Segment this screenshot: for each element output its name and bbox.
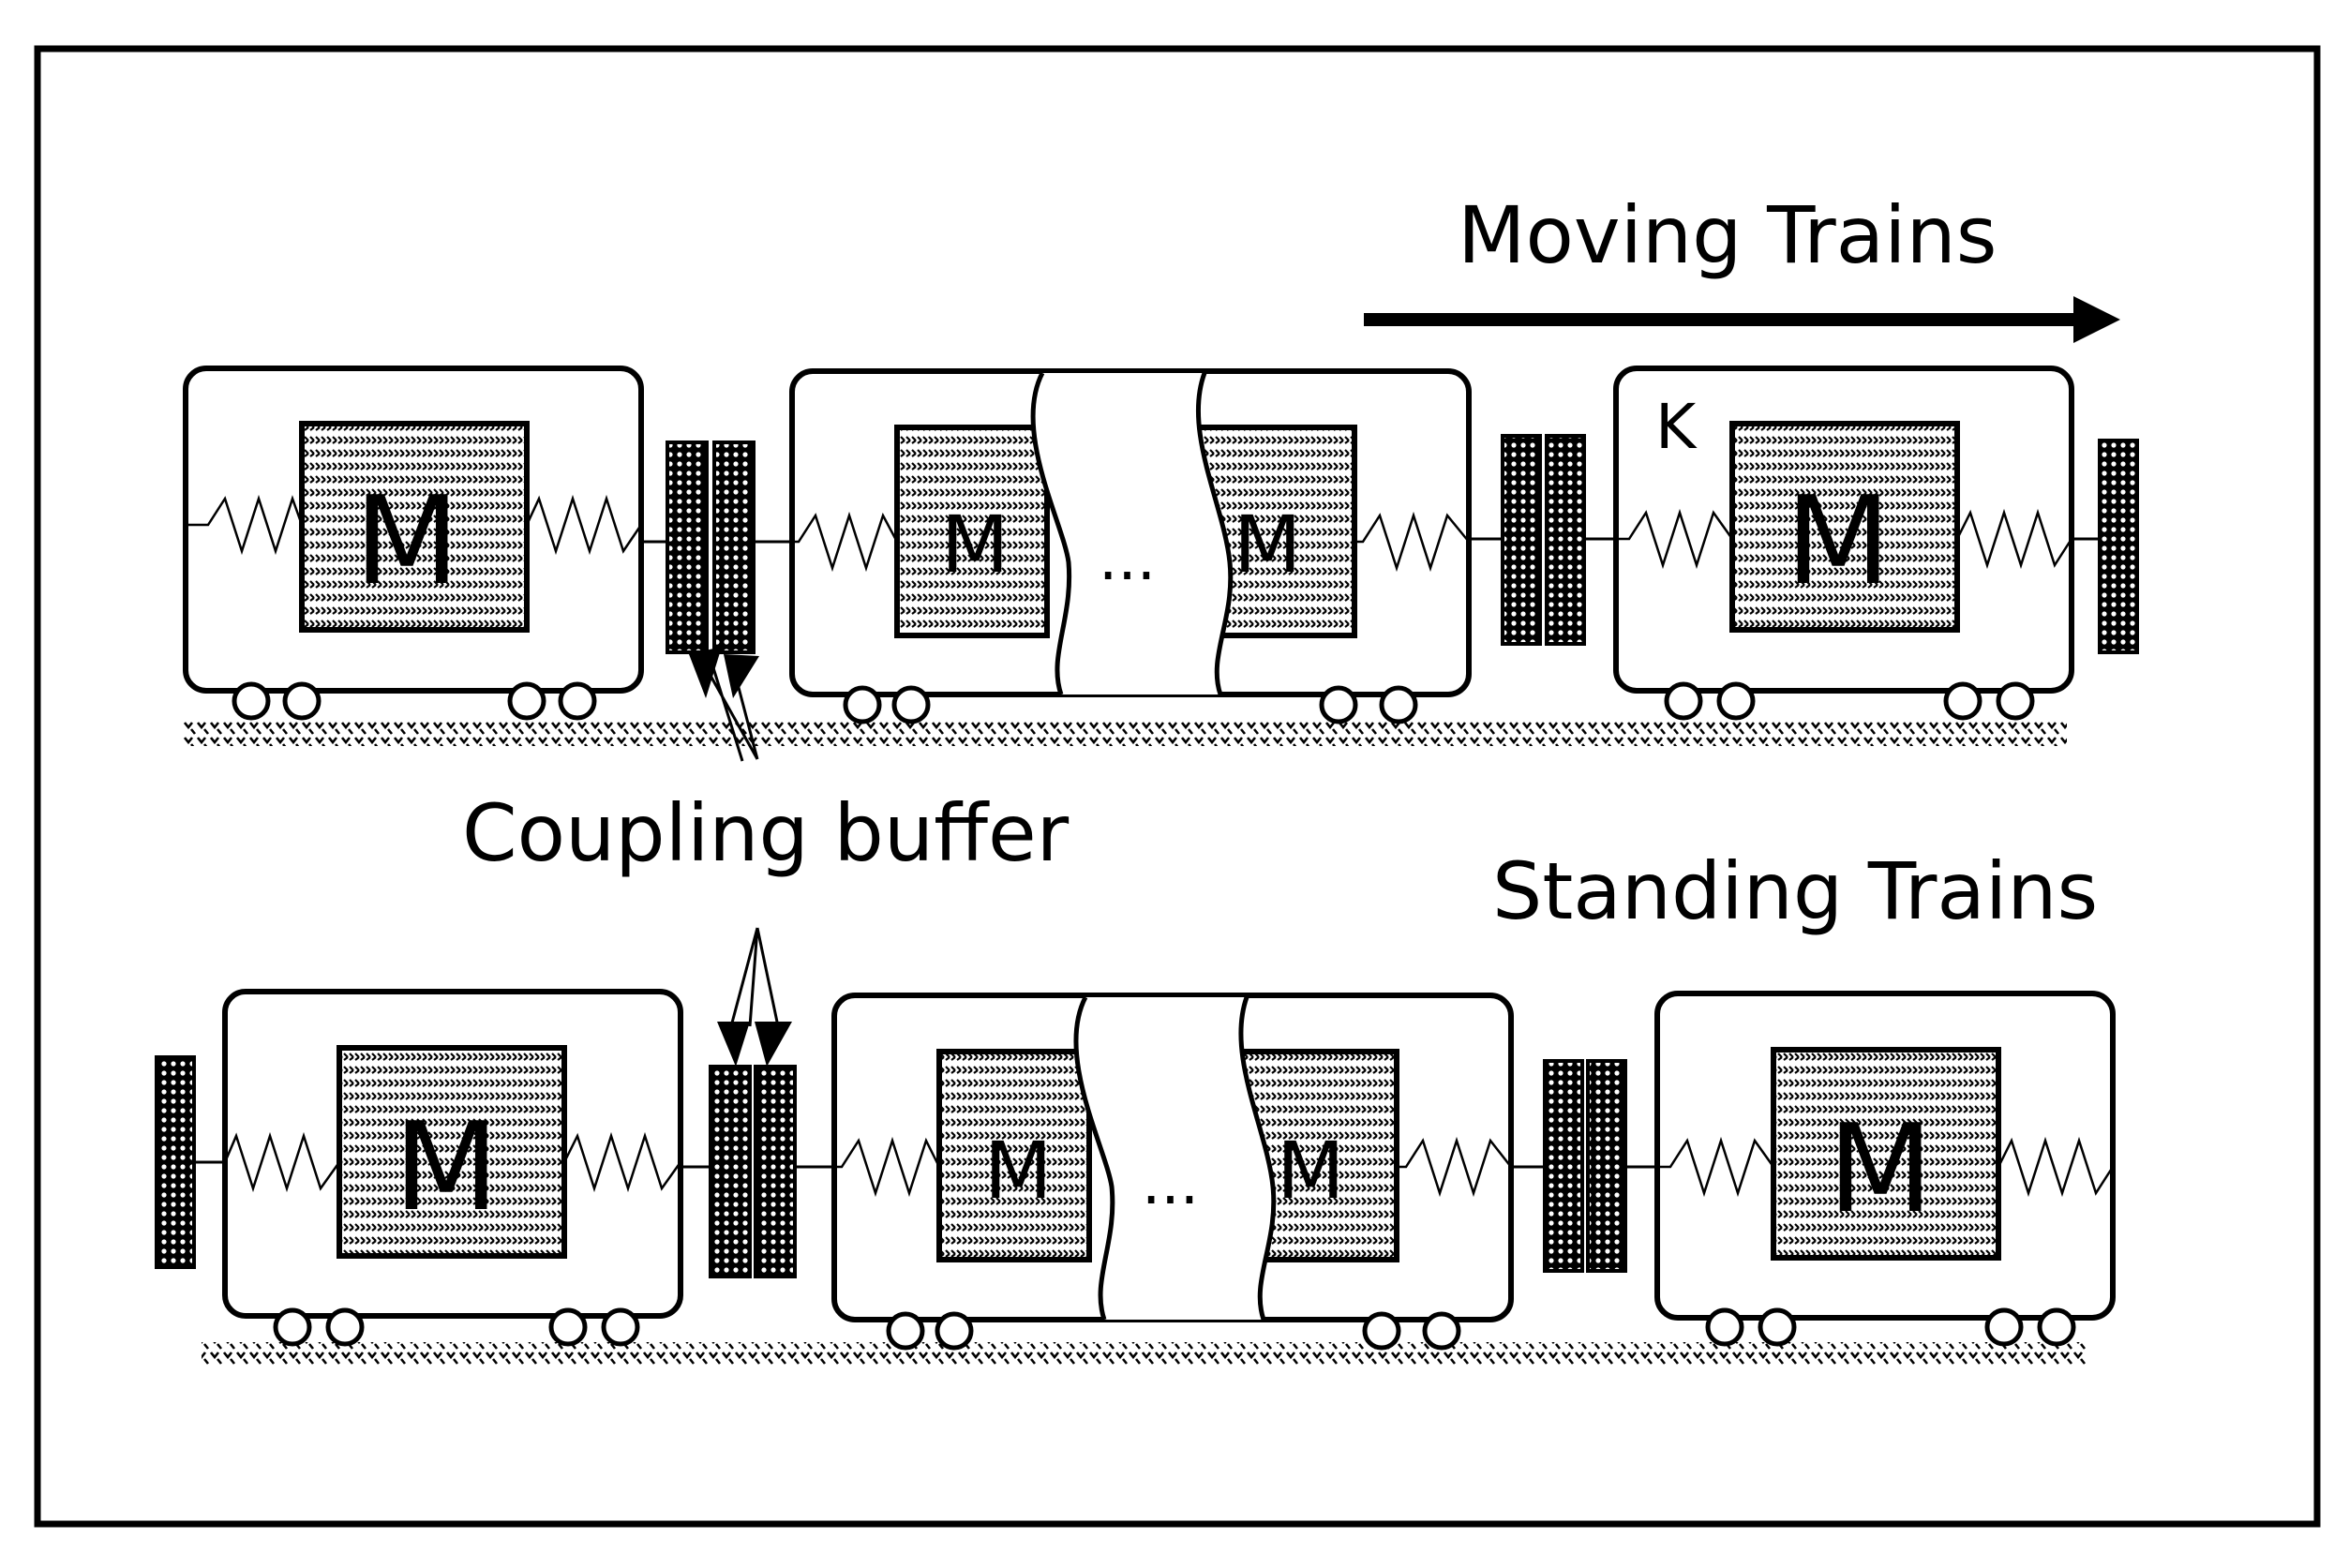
spring — [1354, 511, 1470, 573]
standing-car-1: M — [222, 989, 683, 1347]
spring — [562, 1131, 682, 1193]
frame — [34, 45, 2321, 1528]
moving-car-2: M M ... — [789, 368, 1472, 724]
spring — [1616, 508, 1734, 570]
mass-block — [1771, 1047, 2001, 1261]
coupling-buffer — [1511, 1059, 1657, 1273]
coupling-buffer — [1469, 434, 1616, 646]
stiffness-label: K — [1655, 391, 1698, 463]
mass-label: M — [354, 470, 459, 612]
break-gap — [1033, 373, 1231, 694]
mass-label: M — [941, 499, 1009, 590]
mass-label: M — [1277, 1125, 1344, 1217]
mass-block — [1729, 421, 1960, 633]
wheels — [1664, 681, 2035, 721]
ellipsis: ... — [1099, 525, 1156, 594]
moving-car-1: M — [183, 366, 644, 721]
end-buffer — [155, 1055, 225, 1269]
track-top — [183, 722, 2067, 746]
end-buffer — [2072, 439, 2139, 654]
coupling-buffer-label: Coupling buffer — [462, 787, 1070, 879]
moving-trains-label: Moving Trains — [1458, 189, 1997, 281]
coupling-buffer — [681, 1065, 834, 1278]
spring — [792, 511, 899, 573]
wheels — [886, 1311, 1461, 1351]
spring — [186, 494, 304, 556]
coupling-buffer-callout: Coupling buffer — [462, 647, 1070, 1067]
break-gap — [1075, 997, 1274, 1320]
wheels — [1705, 1307, 2076, 1347]
ellipsis: ... — [1142, 1149, 1199, 1218]
spring — [1397, 1136, 1512, 1198]
mass-block — [337, 1045, 567, 1259]
wheels — [843, 685, 1418, 724]
spring — [1955, 508, 2073, 570]
mass-block — [299, 421, 530, 633]
direction-arrow-icon — [1364, 296, 2120, 343]
mass-label: M — [1786, 470, 1891, 612]
standing-car-3: M — [1654, 991, 2116, 1347]
track-bottom — [202, 1342, 2086, 1366]
wheels — [232, 681, 597, 721]
standing-trains: Standing Trains M — [155, 845, 2116, 1366]
wheels — [273, 1307, 640, 1347]
moving-trains: Moving Trains M — [183, 189, 2139, 746]
spring — [223, 1131, 341, 1193]
mass-label: M — [984, 1125, 1052, 1217]
spring — [1657, 1136, 1775, 1198]
standing-trains-label: Standing Trains — [1492, 845, 2098, 937]
coupling-buffer — [641, 441, 792, 654]
spring — [1997, 1136, 2115, 1198]
mass-block — [936, 1049, 1092, 1262]
standing-car-2: M M ... — [831, 993, 1514, 1351]
mass-label: M — [394, 1096, 499, 1238]
mass-block — [894, 425, 1050, 638]
spring — [525, 494, 643, 556]
mass-label: M — [1828, 1098, 1933, 1240]
spring — [834, 1136, 941, 1198]
moving-car-3: K M — [1613, 366, 2074, 721]
mass-label: M — [1234, 499, 1301, 590]
